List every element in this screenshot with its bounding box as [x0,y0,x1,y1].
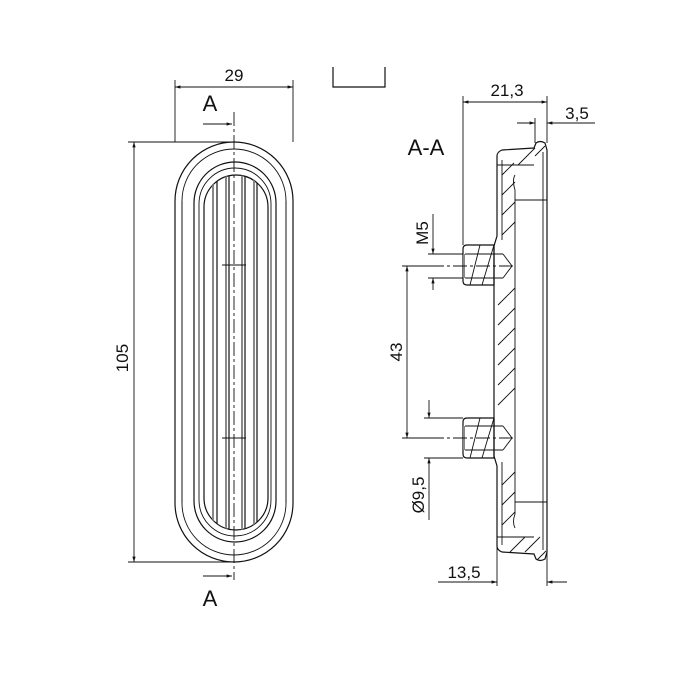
thread-dimension: M5 [413,221,432,245]
lip-depth-dimension: 3,5 [565,104,589,123]
section-hatching [469,145,547,561]
section-view: A-A [387,81,595,586]
hole-spacing-dimension: 43 [387,343,406,362]
view-frame-fragment [332,67,386,88]
lower-boss [462,417,495,459]
section-mark-bottom: A [203,586,218,611]
section-title: A-A [408,135,445,160]
body-depth-dimension: 13,5 [447,563,480,582]
boss-diameter-dimension: Ø9,5 [409,477,428,514]
handle-recess-inner [198,167,272,537]
front-view: 29 105 A A [113,66,294,611]
section-mark-top: A [203,91,218,116]
width-dimension: 29 [225,66,244,85]
handle-recess-outline [193,161,277,543]
handle-grip-outline [203,174,269,531]
section-outer-profile [493,140,548,562]
overall-depth-dimension: 21,3 [490,81,523,100]
height-dimension: 105 [113,344,132,372]
grip-ribs [212,175,258,530]
upper-boss [462,244,495,286]
